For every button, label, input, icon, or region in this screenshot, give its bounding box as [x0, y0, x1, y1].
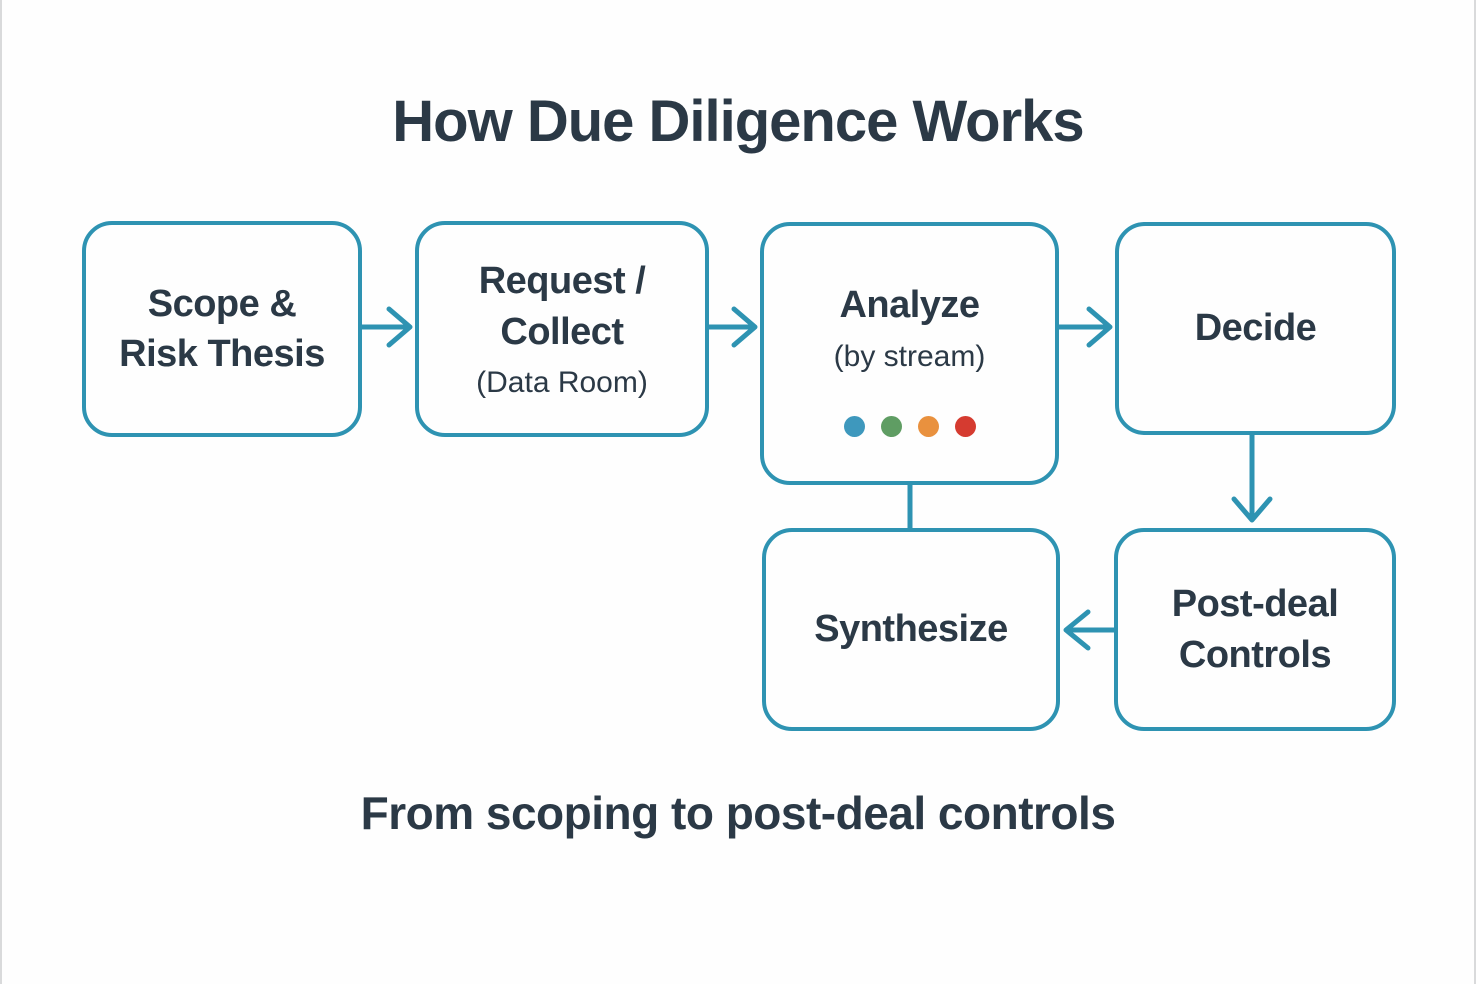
box-label: Synthesize	[814, 608, 1008, 651]
box-label: Post-deal Controls	[1172, 579, 1339, 679]
diagram-title: How Due Diligence Works	[392, 89, 1084, 154]
arrow-request-to-analyze	[706, 306, 758, 348]
flow-box-request-collect: Request / Collect (Data Room)	[415, 221, 709, 437]
arrow-scope-to-request	[359, 306, 413, 348]
flow-box-scope-risk-thesis: Scope & Risk Thesis	[82, 221, 362, 437]
box-label-line1: Request /	[478, 260, 646, 303]
flow-box-synthesize: Synthesize	[762, 528, 1060, 731]
box-label: Analyze	[839, 284, 980, 327]
orange-stream-dot	[917, 415, 939, 437]
box-label-line1: Post-deal	[1171, 583, 1339, 626]
box-label: Decide	[1194, 307, 1317, 350]
connector-group	[359, 306, 1273, 651]
red-stream-dot	[954, 415, 976, 437]
flow-box-post-deal-controls: Post-deal Controls	[1114, 528, 1396, 731]
box-label: Scope & Risk Thesis	[119, 279, 325, 379]
diagram-caption: From scoping to post-deal controls	[360, 787, 1116, 839]
box-label-line2: Risk Thesis	[119, 333, 325, 375]
arrow-decide-to-postdeal	[1231, 432, 1273, 523]
green-stream-dot	[880, 415, 902, 437]
flow-box-analyze: Analyze (by stream)	[760, 222, 1059, 485]
blue-stream-dot	[843, 415, 865, 437]
box-label-line1: Scope &	[147, 282, 297, 325]
stream-dots-row	[843, 415, 976, 437]
box-subtitle: (by stream)	[833, 339, 986, 373]
box-subtitle: (Data Room)	[476, 365, 648, 399]
box-label-line2: Collect	[500, 310, 624, 353]
arrow-analyze-to-decide	[1056, 306, 1113, 348]
arrow-postdeal-to-synthesize	[1063, 609, 1117, 651]
box-label: Request / Collect	[479, 256, 646, 356]
box-label-line2: Controls	[1178, 633, 1332, 676]
flow-box-decide: Decide	[1115, 222, 1396, 435]
